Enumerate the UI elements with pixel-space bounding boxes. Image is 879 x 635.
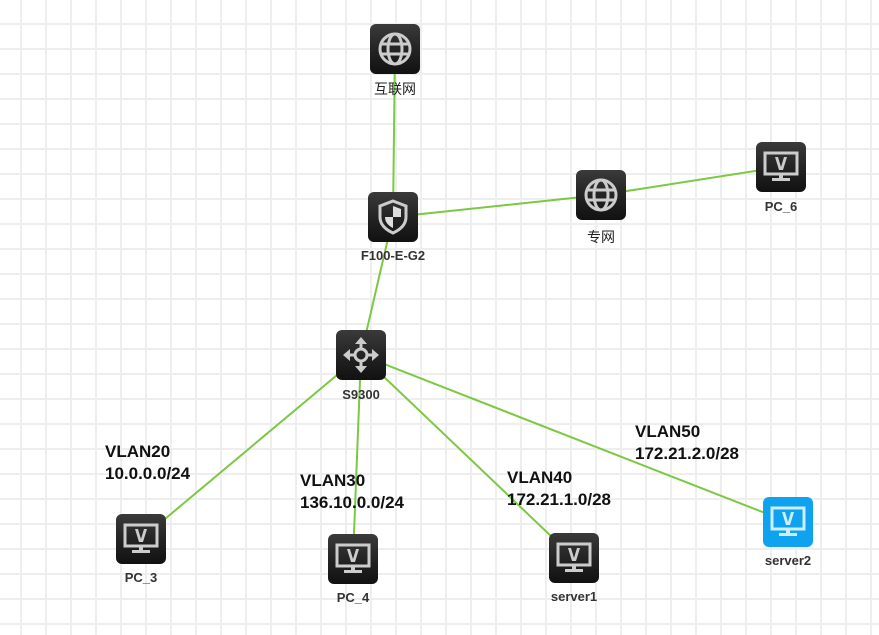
vlan-annotation-40: VLAN40 172.21.1.0/28 xyxy=(507,467,611,511)
link-sw-pc4[interactable] xyxy=(352,354,362,560)
vlan-annotation-20: VLAN20 10.0.0.0/24 xyxy=(105,441,190,485)
vlan-name: VLAN20 xyxy=(105,442,171,461)
link-sw-server2[interactable] xyxy=(360,354,789,523)
node-pc4[interactable]: PC_4 xyxy=(328,534,378,605)
globe-icon[interactable] xyxy=(576,170,626,220)
vlan-name: VLAN30 xyxy=(300,471,366,490)
node-label: 专网 xyxy=(587,230,615,246)
link-fw-private[interactable] xyxy=(392,194,602,218)
node-internet[interactable]: 互联网 xyxy=(370,24,420,98)
node-firewall[interactable]: F100-E-G2 xyxy=(361,192,425,263)
vlan-subnet: 172.21.2.0/28 xyxy=(635,444,739,463)
node-pc6[interactable]: PC_6 xyxy=(756,142,806,214)
node-label: PC_4 xyxy=(336,590,370,605)
vlan-subnet: 136.10.0.0/24 xyxy=(300,493,404,512)
vlan-name: VLAN50 xyxy=(635,422,701,441)
vlan-subnet: 10.0.0.0/24 xyxy=(105,464,191,483)
monitor-icon[interactable] xyxy=(763,497,813,547)
node-private-network[interactable]: 专网 xyxy=(576,170,626,246)
link-sw-pc3[interactable] xyxy=(140,354,362,540)
link-internet-fw[interactable] xyxy=(392,48,396,218)
monitor-icon[interactable] xyxy=(756,142,806,192)
switch-arrows-icon[interactable] xyxy=(336,330,386,380)
vlan-subnet: 172.21.1.0/28 xyxy=(507,490,611,509)
node-label: server1 xyxy=(550,589,598,604)
node-label: F100-E-G2 xyxy=(360,248,426,263)
monitor-icon[interactable] xyxy=(116,514,166,564)
shield-icon[interactable] xyxy=(368,192,418,242)
link-sw-server1[interactable] xyxy=(360,354,575,559)
node-label: S9300 xyxy=(342,387,380,402)
node-label: PC_6 xyxy=(764,199,798,214)
monitor-icon[interactable] xyxy=(549,533,599,583)
node-label: server2 xyxy=(764,553,812,568)
node-server1[interactable]: server1 xyxy=(549,533,599,604)
link-private-pc6[interactable] xyxy=(600,166,782,196)
node-switch[interactable]: S9300 xyxy=(336,330,386,402)
vlan-annotation-30: VLAN30 136.10.0.0/24 xyxy=(300,470,404,514)
node-label: PC_3 xyxy=(124,570,158,585)
monitor-icon[interactable] xyxy=(328,534,378,584)
vlan-name: VLAN40 xyxy=(507,468,573,487)
globe-icon[interactable] xyxy=(370,24,420,74)
node-pc3[interactable]: PC_3 xyxy=(116,514,166,585)
vlan-annotation-50: VLAN50 172.21.2.0/28 xyxy=(635,421,739,465)
node-label: 互联网 xyxy=(374,82,416,98)
node-server2[interactable]: server2 xyxy=(763,497,813,568)
